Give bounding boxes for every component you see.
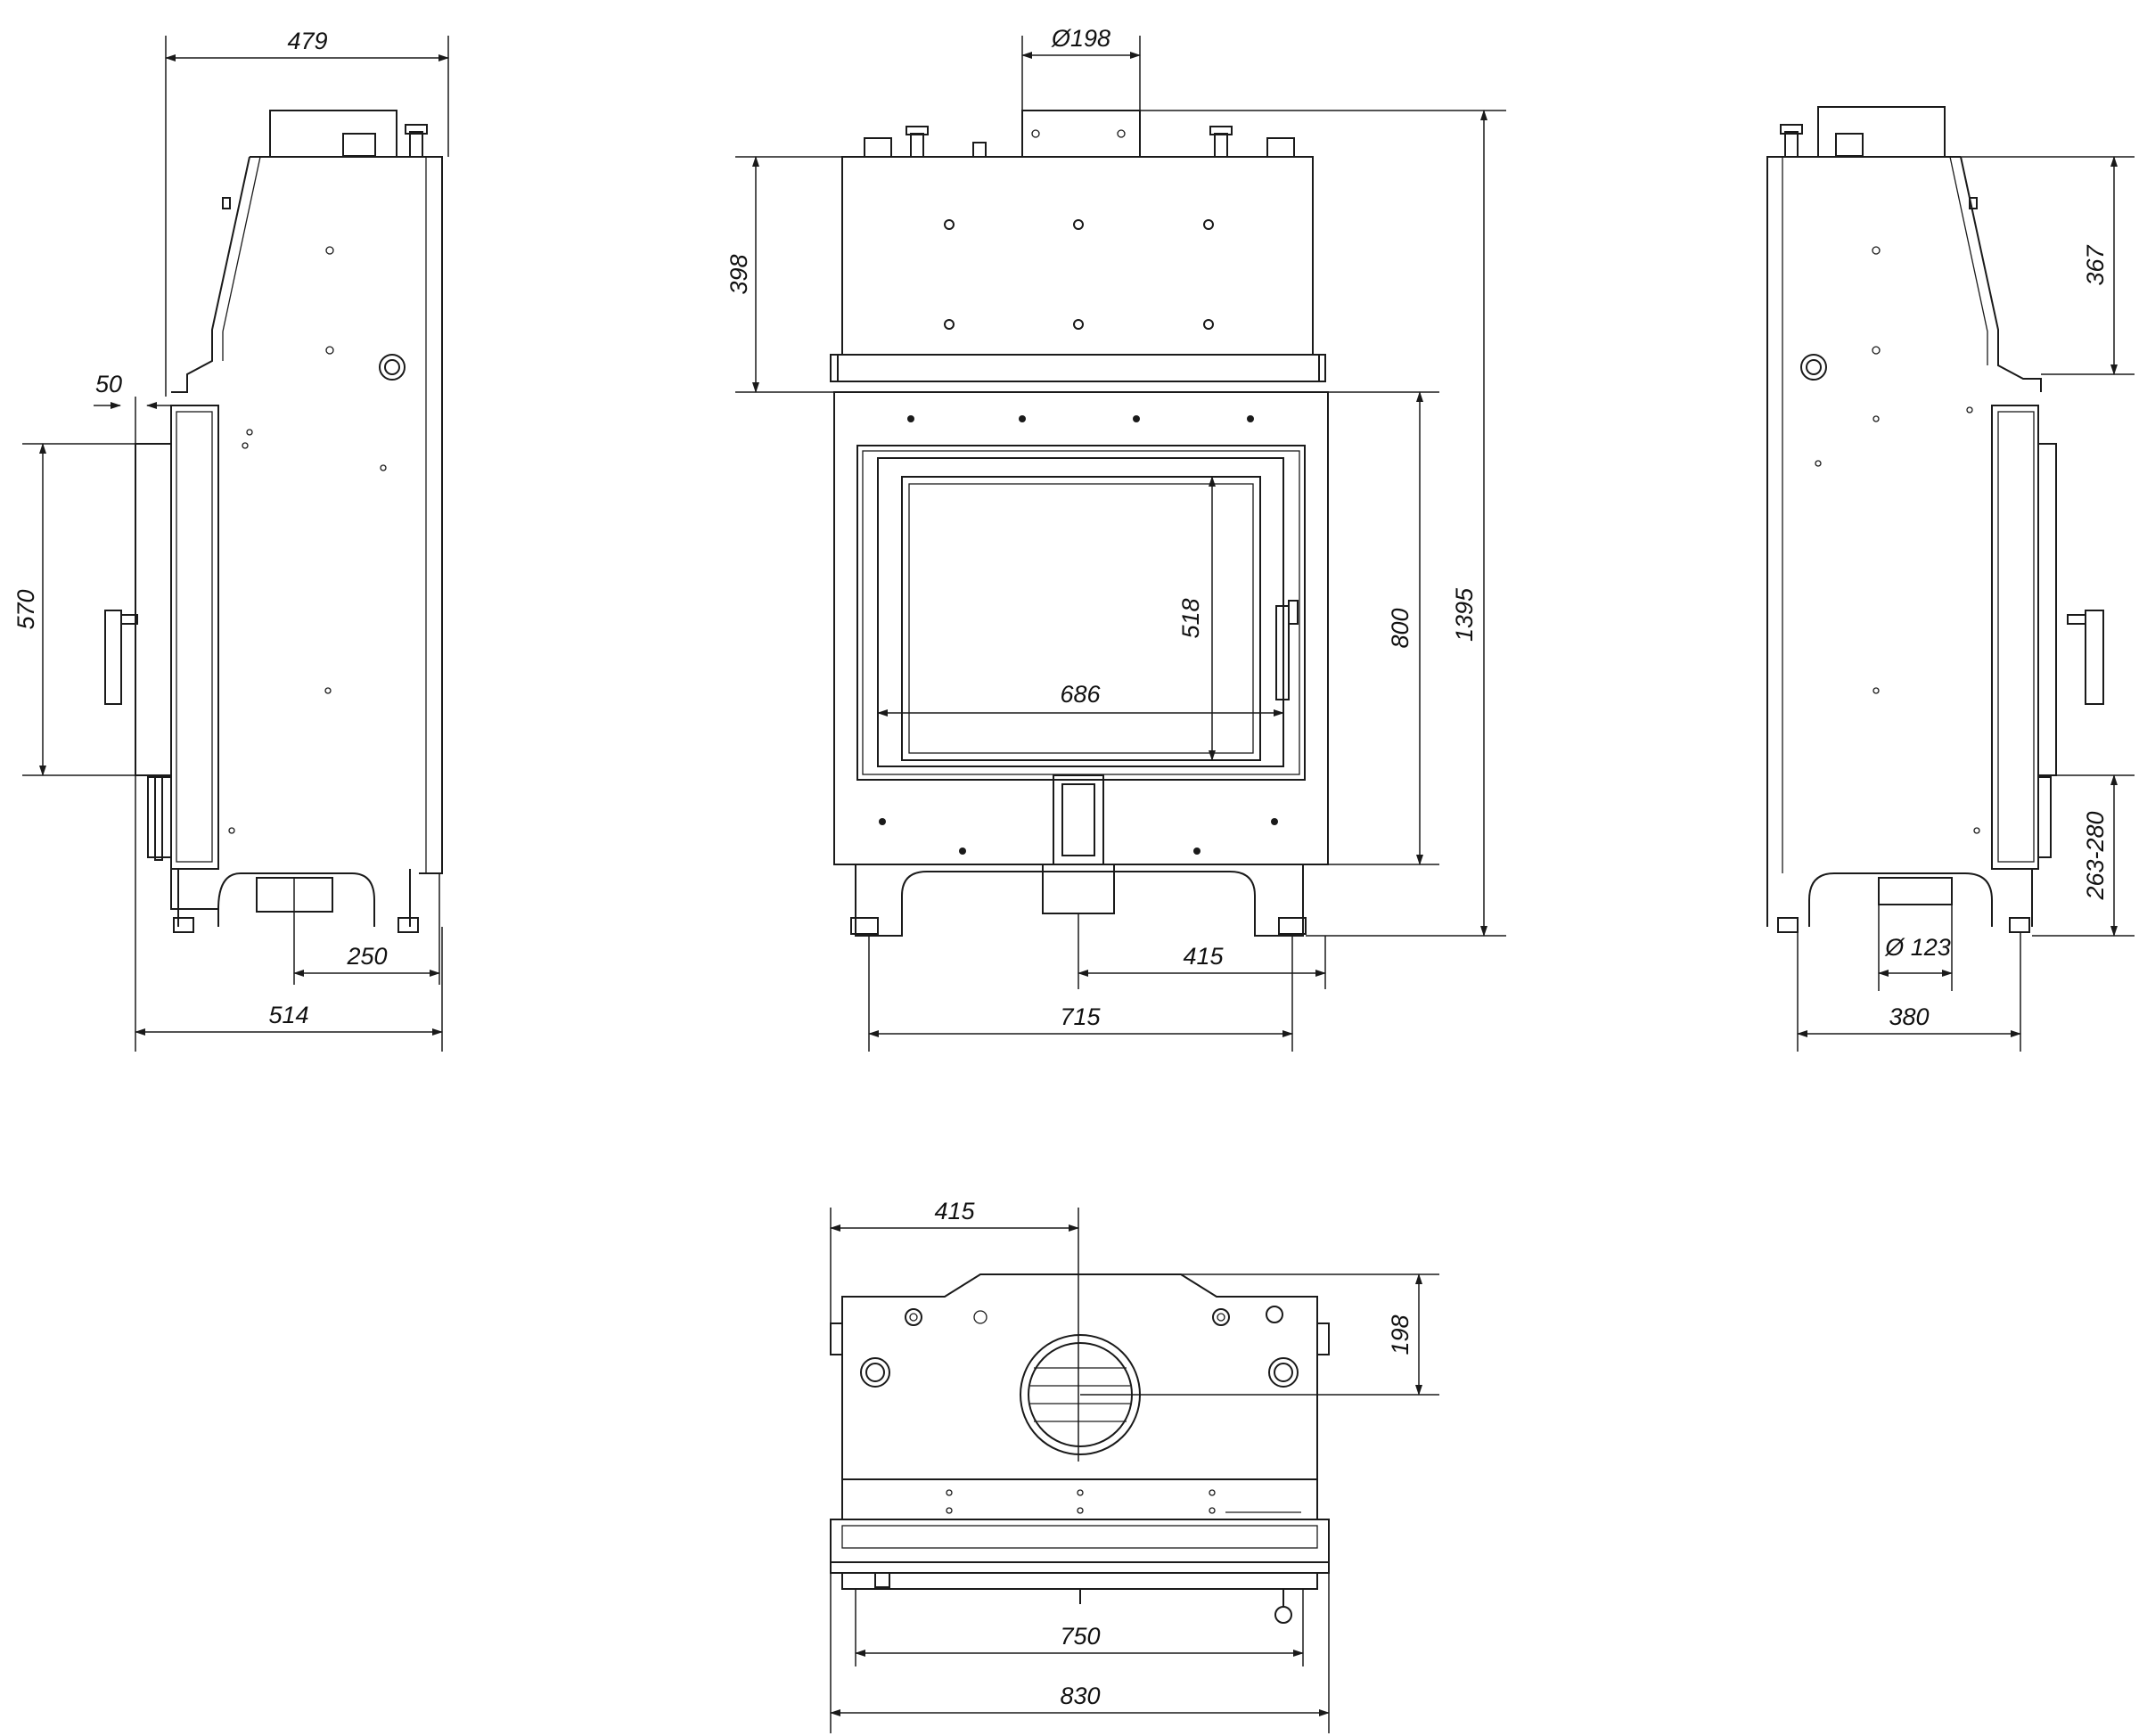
dim-top-outer-width: 830 [1060, 1683, 1100, 1709]
dim-front-width: 715 [1060, 1003, 1101, 1030]
dim-outlet-position: 415 [1183, 943, 1224, 970]
dim-opening-height: 518 [1177, 598, 1204, 638]
dim-inlet-diameter: Ø 123 [1884, 934, 1951, 961]
dim-door-height: 570 [12, 589, 39, 629]
dim-right-base: 380 [1889, 1003, 1929, 1030]
dim-body-height: 800 [1387, 608, 1414, 648]
dim-adjustable-height: 263-280 [2082, 811, 2109, 900]
front-view: Ø198 398 518 686 800 1395 415 715 [725, 25, 1506, 1052]
dim-flue-diameter: Ø198 [1051, 25, 1110, 52]
dim-side-offset: 50 [95, 371, 122, 397]
dim-right-upper-height: 367 [2082, 244, 2109, 285]
top-view: 415 198 750 830 [830, 1198, 1439, 1733]
dim-top-flue-offset: 415 [934, 1198, 975, 1224]
left-side-view: 479 50 570 250 514 [12, 28, 449, 1052]
dim-side-base: 514 [268, 1002, 308, 1028]
dim-total-height: 1395 [1451, 587, 1478, 642]
dim-upper-height: 398 [725, 254, 752, 294]
dim-top-inner-width: 750 [1060, 1623, 1100, 1650]
dim-side-depth: 479 [287, 28, 327, 54]
right-side-view: 367 263-280 Ø 123 380 [1766, 106, 2135, 1052]
dim-outlet-offset: 250 [346, 943, 387, 970]
dim-top-flue-depth: 198 [1387, 1314, 1414, 1355]
dim-opening-width: 686 [1060, 681, 1101, 708]
